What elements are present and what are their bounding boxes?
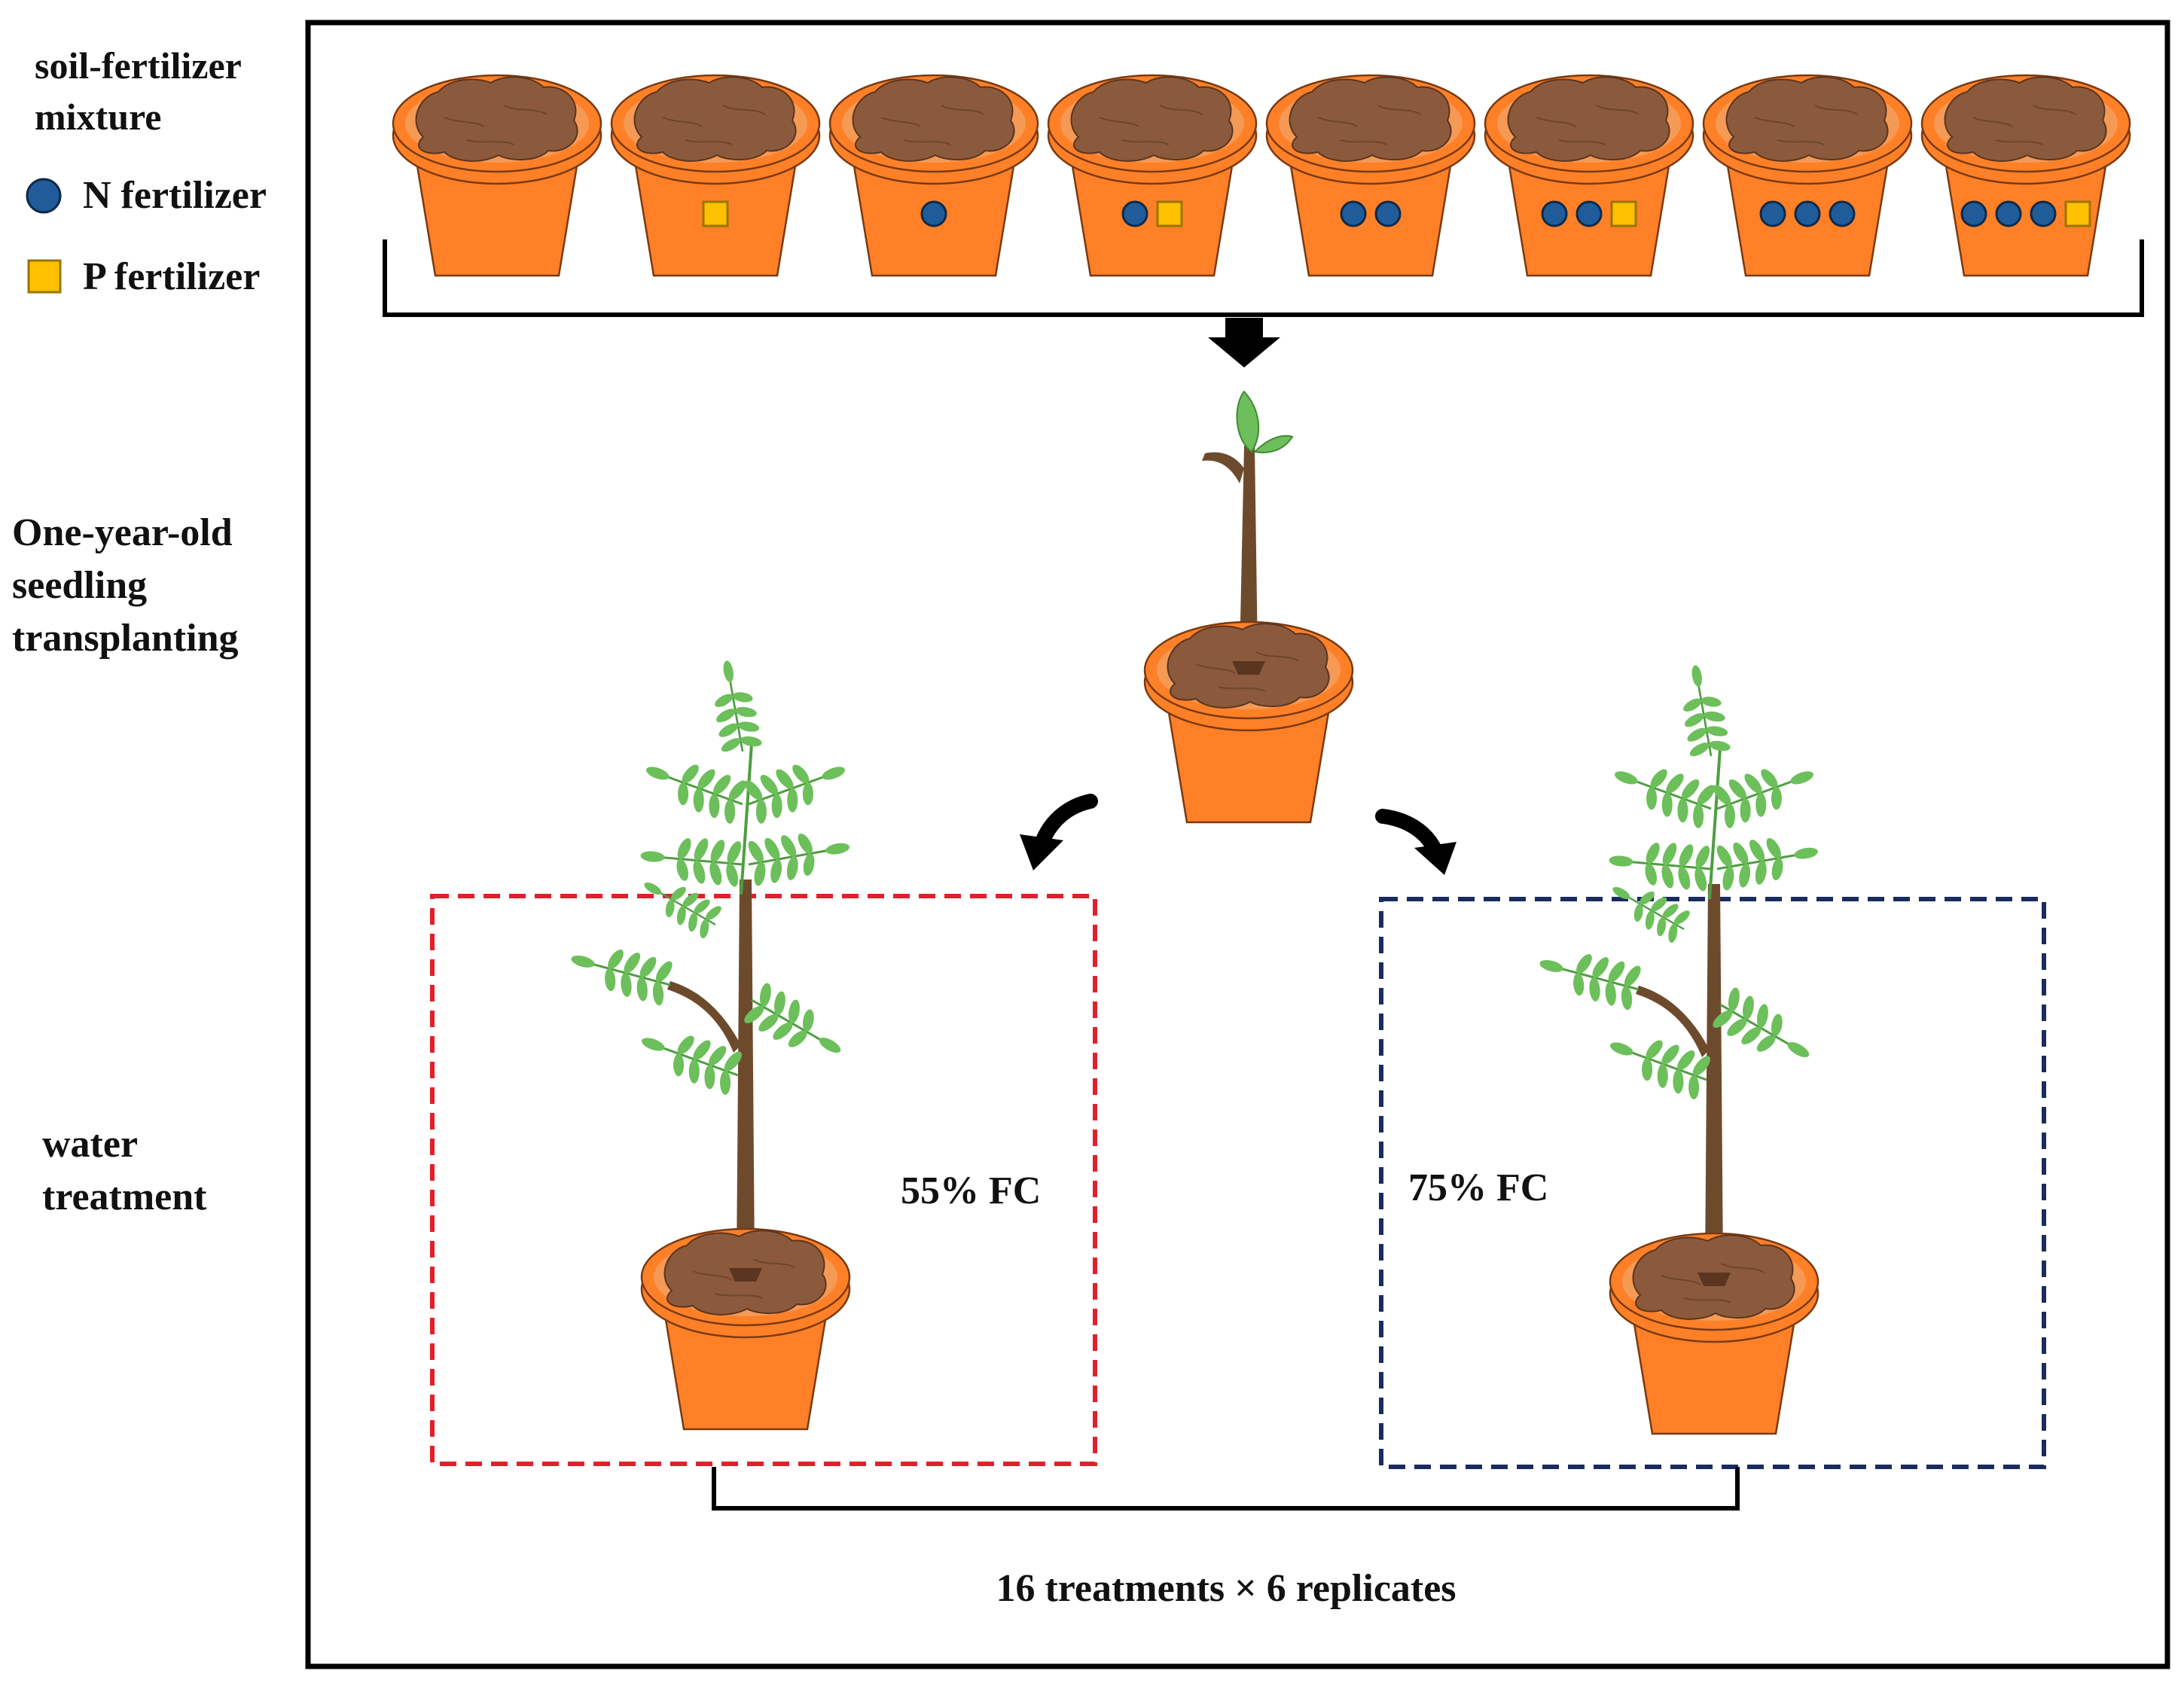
tree-pot-high-water (1533, 661, 1822, 1434)
high-water-treatment-box (1379, 897, 2046, 1469)
p-fertilizer-marker (2064, 200, 2091, 227)
n-fertilizer-marker (1759, 200, 1786, 227)
n-fertilizer-marker (1374, 200, 1402, 227)
fertilizer-pot-row (392, 74, 2131, 277)
fertilizer-pot (1047, 74, 1258, 277)
fertilizer-pot (1920, 74, 2131, 277)
curved-arrow-left-icon (1020, 794, 1098, 870)
p-fertilizer-marker (702, 200, 729, 227)
fertilizer-pot (392, 74, 602, 277)
low-water-label: 55% FC (901, 1169, 1041, 1212)
transplant-label-line1: One-year-old (12, 511, 233, 554)
water-label-line1: water (42, 1123, 138, 1166)
water-label-line2: treatment (42, 1175, 207, 1218)
fertilizer-pot (1484, 74, 1694, 277)
n-fertilizer-marker (1121, 200, 1148, 227)
seedling-pot (1143, 390, 1354, 824)
fertilizer-pot (828, 74, 1039, 277)
high-water-label: 75% FC (1408, 1166, 1548, 1209)
mixture-label-line2: mixture (35, 96, 161, 138)
low-water-treatment-box (430, 894, 1097, 1466)
treatment-summary: 16 treatments × 6 replicates (996, 1567, 1456, 1610)
n-fertilizer-marker (1829, 200, 1856, 227)
p-fertilizer-marker (1610, 200, 1637, 227)
transplant-label-line2: seedling (12, 564, 147, 607)
curved-arrow-right-icon (1375, 809, 1457, 875)
treatment-bracket (712, 1467, 1740, 1511)
n-fertilizer-marker (1340, 200, 1367, 227)
fertilizer-pot (610, 74, 821, 277)
fertilizer-pot (1265, 74, 1476, 277)
n-fertilizer-marker (1541, 200, 1568, 227)
n-fertilizer-marker (1995, 200, 2022, 227)
tree-pot-low-water (565, 657, 853, 1429)
p-fertilizer-label: P fertilizer (83, 255, 260, 298)
transplant-label-line3: transplanting (12, 617, 239, 660)
pot-row-bracket (383, 239, 2144, 317)
n-fertilizer-marker (920, 200, 947, 227)
n-fertilizer-marker (1794, 200, 1821, 227)
p-fertilizer-marker (1156, 200, 1183, 227)
n-fertilizer-marker (2030, 200, 2057, 227)
n-fertilizer-label: N fertilizer (83, 174, 267, 217)
mixture-label-line1: soil-fertilizer (35, 44, 242, 87)
n-fertilizer-marker (1575, 200, 1603, 227)
n-fertilizer-legend-icon (26, 178, 62, 214)
fertilizer-pot (1702, 74, 1913, 277)
n-fertilizer-marker (1960, 200, 1987, 227)
down-arrow-icon (1208, 318, 1280, 367)
p-fertilizer-legend-icon (27, 259, 62, 294)
outer-frame (305, 20, 2170, 1669)
